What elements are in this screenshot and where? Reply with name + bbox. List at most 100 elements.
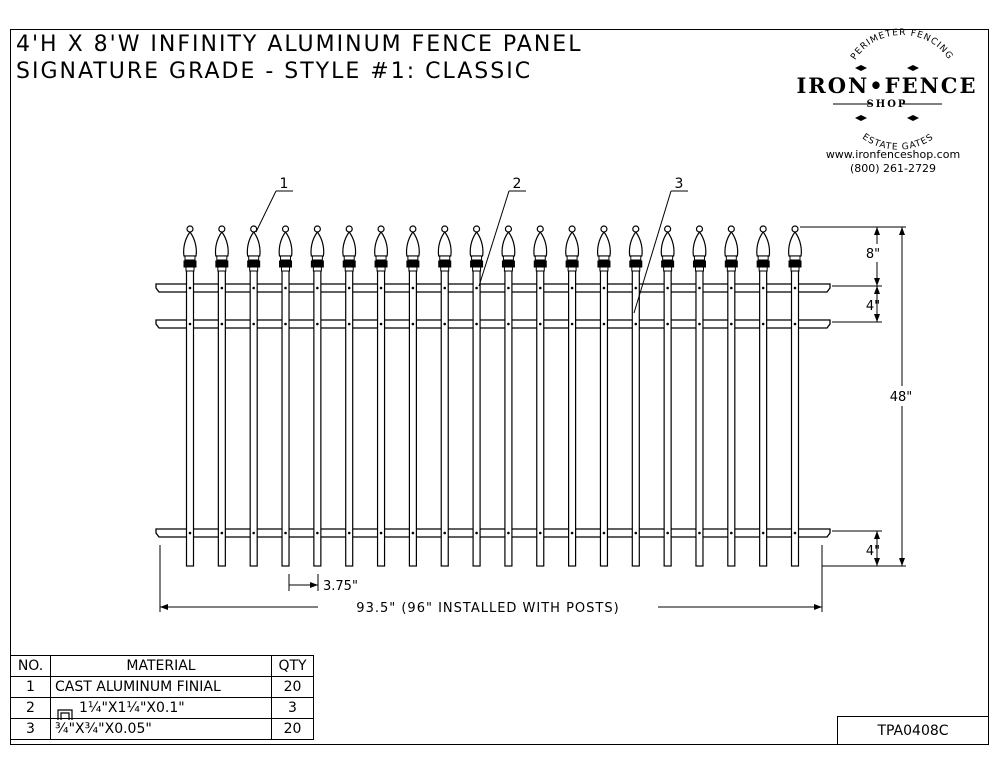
finial (183, 230, 197, 257)
rivet (411, 322, 415, 326)
finial (405, 230, 420, 257)
finial-collar (375, 255, 387, 261)
finial-band (470, 260, 484, 268)
svg-text:PERIMETER FENCING: PERIMETER FENCING (849, 28, 954, 62)
finial-ball (632, 225, 640, 233)
rivet (347, 322, 351, 326)
picket-shaft (217, 269, 226, 567)
finial (501, 230, 516, 257)
dim-panel-height: 48" (890, 390, 913, 405)
finial-collar (693, 255, 705, 261)
company-logo: PERIMETER FENCING IRON•FENCE SHOP ESTATE… (796, 28, 977, 175)
rivet (730, 531, 733, 535)
rivet (507, 531, 510, 535)
logo-top-arc: PERIMETER FENCING (849, 28, 953, 62)
finial-ball (600, 225, 608, 233)
finial-collar (757, 255, 769, 261)
finial-band (247, 260, 261, 268)
picket-shaft (249, 269, 258, 567)
picket (246, 225, 261, 567)
drawing-number: TPA0408C (837, 716, 989, 745)
finial-base (344, 266, 354, 272)
picket-shaft (599, 269, 609, 567)
picket (469, 225, 484, 567)
finial-ball (759, 225, 767, 233)
finial (565, 230, 580, 257)
picket-shaft (185, 269, 195, 567)
finial-band (279, 260, 293, 268)
title-line-1: 4'H X 8'W INFINITY ALUMINUM FENCE PANEL (16, 32, 583, 57)
picket (724, 225, 739, 567)
finial-band (406, 260, 420, 268)
picket (788, 225, 802, 567)
rivet (698, 286, 701, 290)
rivet (188, 531, 192, 535)
bom-material: 1¼"X1¼"X0.1" (50, 697, 272, 719)
finial-collar (630, 255, 642, 261)
finial-band (597, 260, 611, 268)
finial-base (281, 266, 291, 272)
finial (788, 230, 802, 257)
rivet (284, 531, 287, 535)
finial-base (472, 266, 482, 272)
finial-collar (534, 255, 546, 261)
dim-overall-width: 93.5" (96" INSTALLED WITH POSTS) (356, 601, 619, 616)
finial (374, 230, 388, 257)
finial (660, 230, 675, 257)
picket (374, 225, 388, 567)
finial-ball (504, 225, 513, 233)
bom-no: 1 (10, 676, 51, 698)
bom-row: 2 1¼"X1¼"X0.1" 3 (10, 697, 314, 719)
finial (246, 230, 261, 257)
finial-base (503, 266, 513, 272)
finial-base (249, 266, 259, 272)
rivet (379, 322, 383, 326)
rail (155, 528, 831, 538)
title-line-2: SIGNATURE GRADE - STYLE #1: CLASSIC (16, 59, 533, 84)
picket (501, 225, 516, 567)
finial-collar (662, 255, 674, 261)
finial-collar (407, 255, 419, 261)
rivet (443, 531, 447, 535)
rails (155, 283, 831, 538)
picket-shaft (631, 269, 640, 567)
picket-shaft (568, 269, 577, 567)
dim-top-rail-gap: 4" (866, 299, 880, 314)
finial-base (758, 266, 768, 272)
logo-name: IRON•FENCE (796, 73, 977, 98)
picket (628, 225, 643, 567)
finial-band (756, 260, 770, 268)
rivet (188, 286, 192, 290)
finial (533, 230, 548, 257)
picket-shaft (790, 269, 800, 567)
rivet (220, 531, 224, 535)
rivet (730, 286, 733, 290)
callout-1: 1 (280, 176, 289, 192)
rivet (761, 322, 765, 326)
finial-base (535, 266, 545, 272)
finial-base (408, 266, 418, 272)
finial-base (599, 266, 609, 272)
callouts (255, 190, 688, 314)
picket-shaft (663, 269, 672, 567)
picket-shaft (376, 269, 386, 567)
rivet (507, 322, 510, 326)
rivet (220, 322, 224, 326)
rivet (634, 531, 638, 535)
finial-ball (345, 225, 353, 233)
finial-band (438, 260, 452, 268)
picket (756, 225, 771, 567)
rivet (570, 286, 574, 290)
rivet (475, 531, 478, 535)
finial-base (694, 266, 704, 272)
rivet (284, 286, 287, 290)
finial-band (342, 260, 356, 268)
finial-collar (216, 255, 228, 261)
finial-base (790, 266, 800, 272)
rail (155, 319, 831, 329)
rivet (507, 286, 510, 290)
finial-base (440, 266, 450, 272)
finial-ball (536, 225, 544, 233)
finial-collar (725, 255, 737, 261)
